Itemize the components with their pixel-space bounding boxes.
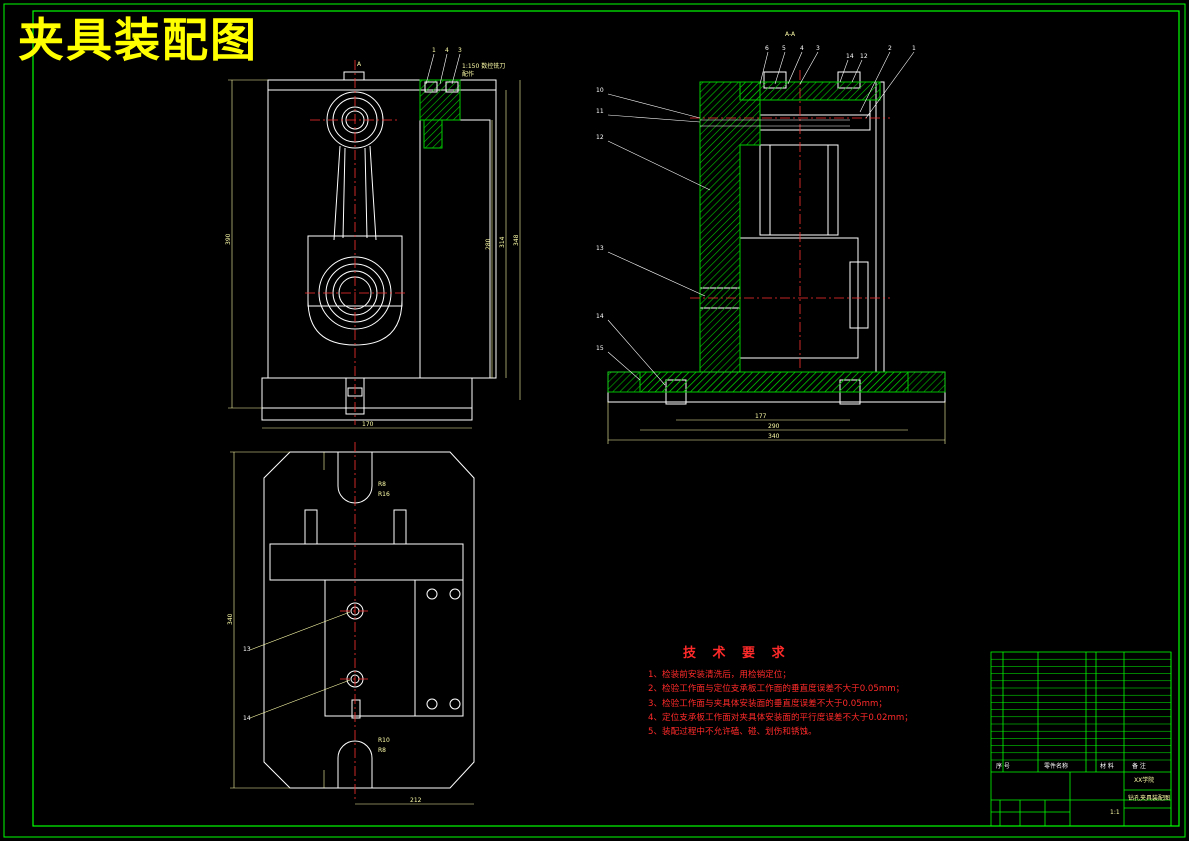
title-block (990, 651, 1172, 827)
dim-212: 212 (410, 797, 422, 804)
section-body-hatched (639, 81, 909, 393)
drawing-name: 钻孔夹具装配图 (1128, 794, 1170, 802)
sec-callout-13: 13 (596, 245, 604, 252)
sec-callout-14-left: 14 (596, 313, 604, 320)
title-block-text: 序 号 零件名称 材 料 备 注 XX学院 钻孔夹具装配图 1:1 (996, 762, 1170, 816)
sec-callout-14: 14 (846, 53, 854, 60)
sec-callout-5: 5 (782, 45, 786, 52)
plan-callout-14: 14 (243, 715, 251, 722)
callout-3: 3 (458, 47, 462, 54)
requirements-list: 1、检装前安装清洗后，用检销定位； 2、检验工作面与定位支承板工作面的垂直度误差… (648, 668, 913, 739)
callout-4: 4 (445, 47, 449, 54)
section-view (607, 71, 946, 405)
requirement-item: 1、检装前安装清洗后，用检销定位； (648, 670, 791, 680)
section-callouts-top: 6 5 4 3 14 12 2 1 (765, 45, 916, 60)
plan-view (263, 451, 475, 789)
section-leaders (607, 51, 915, 386)
header-name: 零件名称 (1044, 762, 1068, 770)
section-top-plate-hatched (739, 81, 881, 101)
dim-r16: R16 (378, 491, 390, 498)
front-view (261, 71, 497, 421)
sec-callout-12-left: 12 (596, 134, 604, 141)
dim-r8-top: R8 (378, 481, 386, 488)
section-dimensions (607, 402, 946, 444)
section-callouts-left: 10 11 12 13 14 15 (596, 87, 604, 352)
top-note-line-2: 配作 (462, 70, 474, 78)
section-base-hatched (607, 371, 946, 393)
school-name: XX学院 (1134, 776, 1154, 784)
front-view-dim-text: 390 280 314 348 170 A 1 4 3 1:150 数控铣刀 配… (225, 47, 520, 428)
section-label: A-A (785, 31, 796, 38)
sec-callout-11: 11 (596, 108, 604, 115)
sec-callout-6: 6 (765, 45, 769, 52)
plan-view-centerlines (340, 442, 370, 800)
sec-callout-12: 12 (860, 53, 868, 60)
header-seq: 序 号 (996, 762, 1010, 770)
dim-r8-bottom: R8 (378, 747, 386, 754)
sec-callout-1: 1 (912, 45, 916, 52)
sec-callout-15: 15 (596, 345, 604, 352)
sec-callout-2: 2 (888, 45, 892, 52)
header-remark: 备 注 (1132, 762, 1146, 770)
dim-290: 290 (768, 423, 780, 430)
dim-177: 177 (755, 413, 767, 420)
sec-callout-3: 3 (816, 45, 820, 52)
dim-170: 170 (362, 421, 374, 428)
sec-callout-4: 4 (800, 45, 804, 52)
dim-348: 348 (513, 234, 520, 246)
dim-r10: R10 (378, 737, 390, 744)
cut-mark-a: A (357, 61, 362, 68)
dim-340-plan: 340 (227, 613, 234, 625)
drawing-title: 夹具装配图 (18, 13, 258, 67)
header-material: 材 料 (1100, 762, 1114, 770)
scale-value: 1:1 (1110, 809, 1120, 816)
outer-frame (3, 3, 1186, 838)
requirement-item: 4、定位支承板工作面对夹具体安装面的平行度误差不大于0.02mm； (648, 712, 913, 723)
plan-callout-13: 13 (243, 646, 251, 653)
inner-frame (32, 10, 1180, 827)
sec-callout-10: 10 (596, 87, 604, 94)
plan-view-dimensions (230, 451, 474, 805)
parts-list-rows (991, 658, 1171, 761)
dim-340-section: 340 (768, 433, 780, 440)
callout-1: 1 (432, 47, 436, 54)
requirement-item: 3、检验工作面与夹具体安装面的垂直度误差不大于0.05mm； (648, 698, 888, 709)
dim-280: 280 (485, 238, 492, 250)
top-note-line-1: 1:150 数控铣刀 (462, 62, 505, 70)
front-view-leaders (425, 53, 461, 85)
requirement-item: 2、检验工作面与定位支承板工作面的垂直度误差不大于0.05mm； (648, 684, 905, 695)
front-view-dimensions (228, 79, 521, 429)
section-dim-text: 177 290 340 A-A (755, 31, 796, 440)
requirements-title: 技 术 要 求 (683, 646, 791, 661)
front-view-centerlines (305, 60, 405, 425)
requirement-item: 5、装配过程中不允许磕、碰、划伤和锈蚀。 (648, 727, 817, 738)
plan-view-dim-text: 340 R8 R16 R10 R8 212 13 14 (227, 481, 422, 804)
dim-314: 314 (499, 236, 506, 248)
dim-390: 390 (225, 233, 232, 245)
